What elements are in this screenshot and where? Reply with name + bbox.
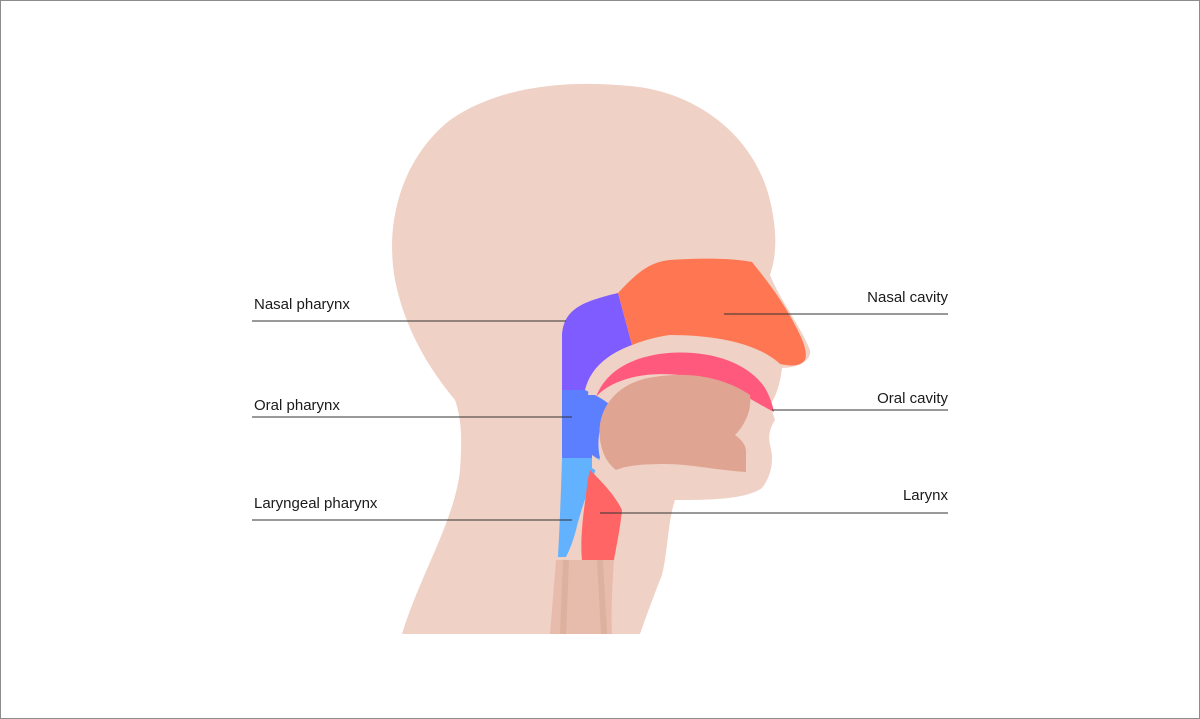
label-larynx: Larynx bbox=[902, 487, 948, 504]
larynx-region bbox=[581, 470, 622, 560]
label-oral-pharynx: Oral pharynx bbox=[254, 397, 340, 414]
label-nasal-cavity: Nasal cavity bbox=[867, 289, 948, 306]
trachea-line-2 bbox=[597, 559, 607, 635]
label-laryngeal-pharynx: Laryngeal pharynx bbox=[254, 495, 378, 512]
epiglottis bbox=[592, 455, 618, 482]
leader-lines bbox=[252, 313, 948, 521]
oral-pharynx-region bbox=[562, 390, 610, 458]
label-oral-cavity: Oral cavity bbox=[877, 390, 948, 407]
tongue-region bbox=[599, 374, 751, 472]
nasal-cavity-region bbox=[618, 258, 806, 366]
label-nasal-pharynx: Nasal pharynx bbox=[254, 296, 350, 313]
oral-cavity-region bbox=[596, 352, 774, 412]
nasal-pharynx-region bbox=[562, 293, 632, 390]
trachea-line-1 bbox=[560, 559, 569, 635]
palate-arc bbox=[588, 339, 780, 395]
